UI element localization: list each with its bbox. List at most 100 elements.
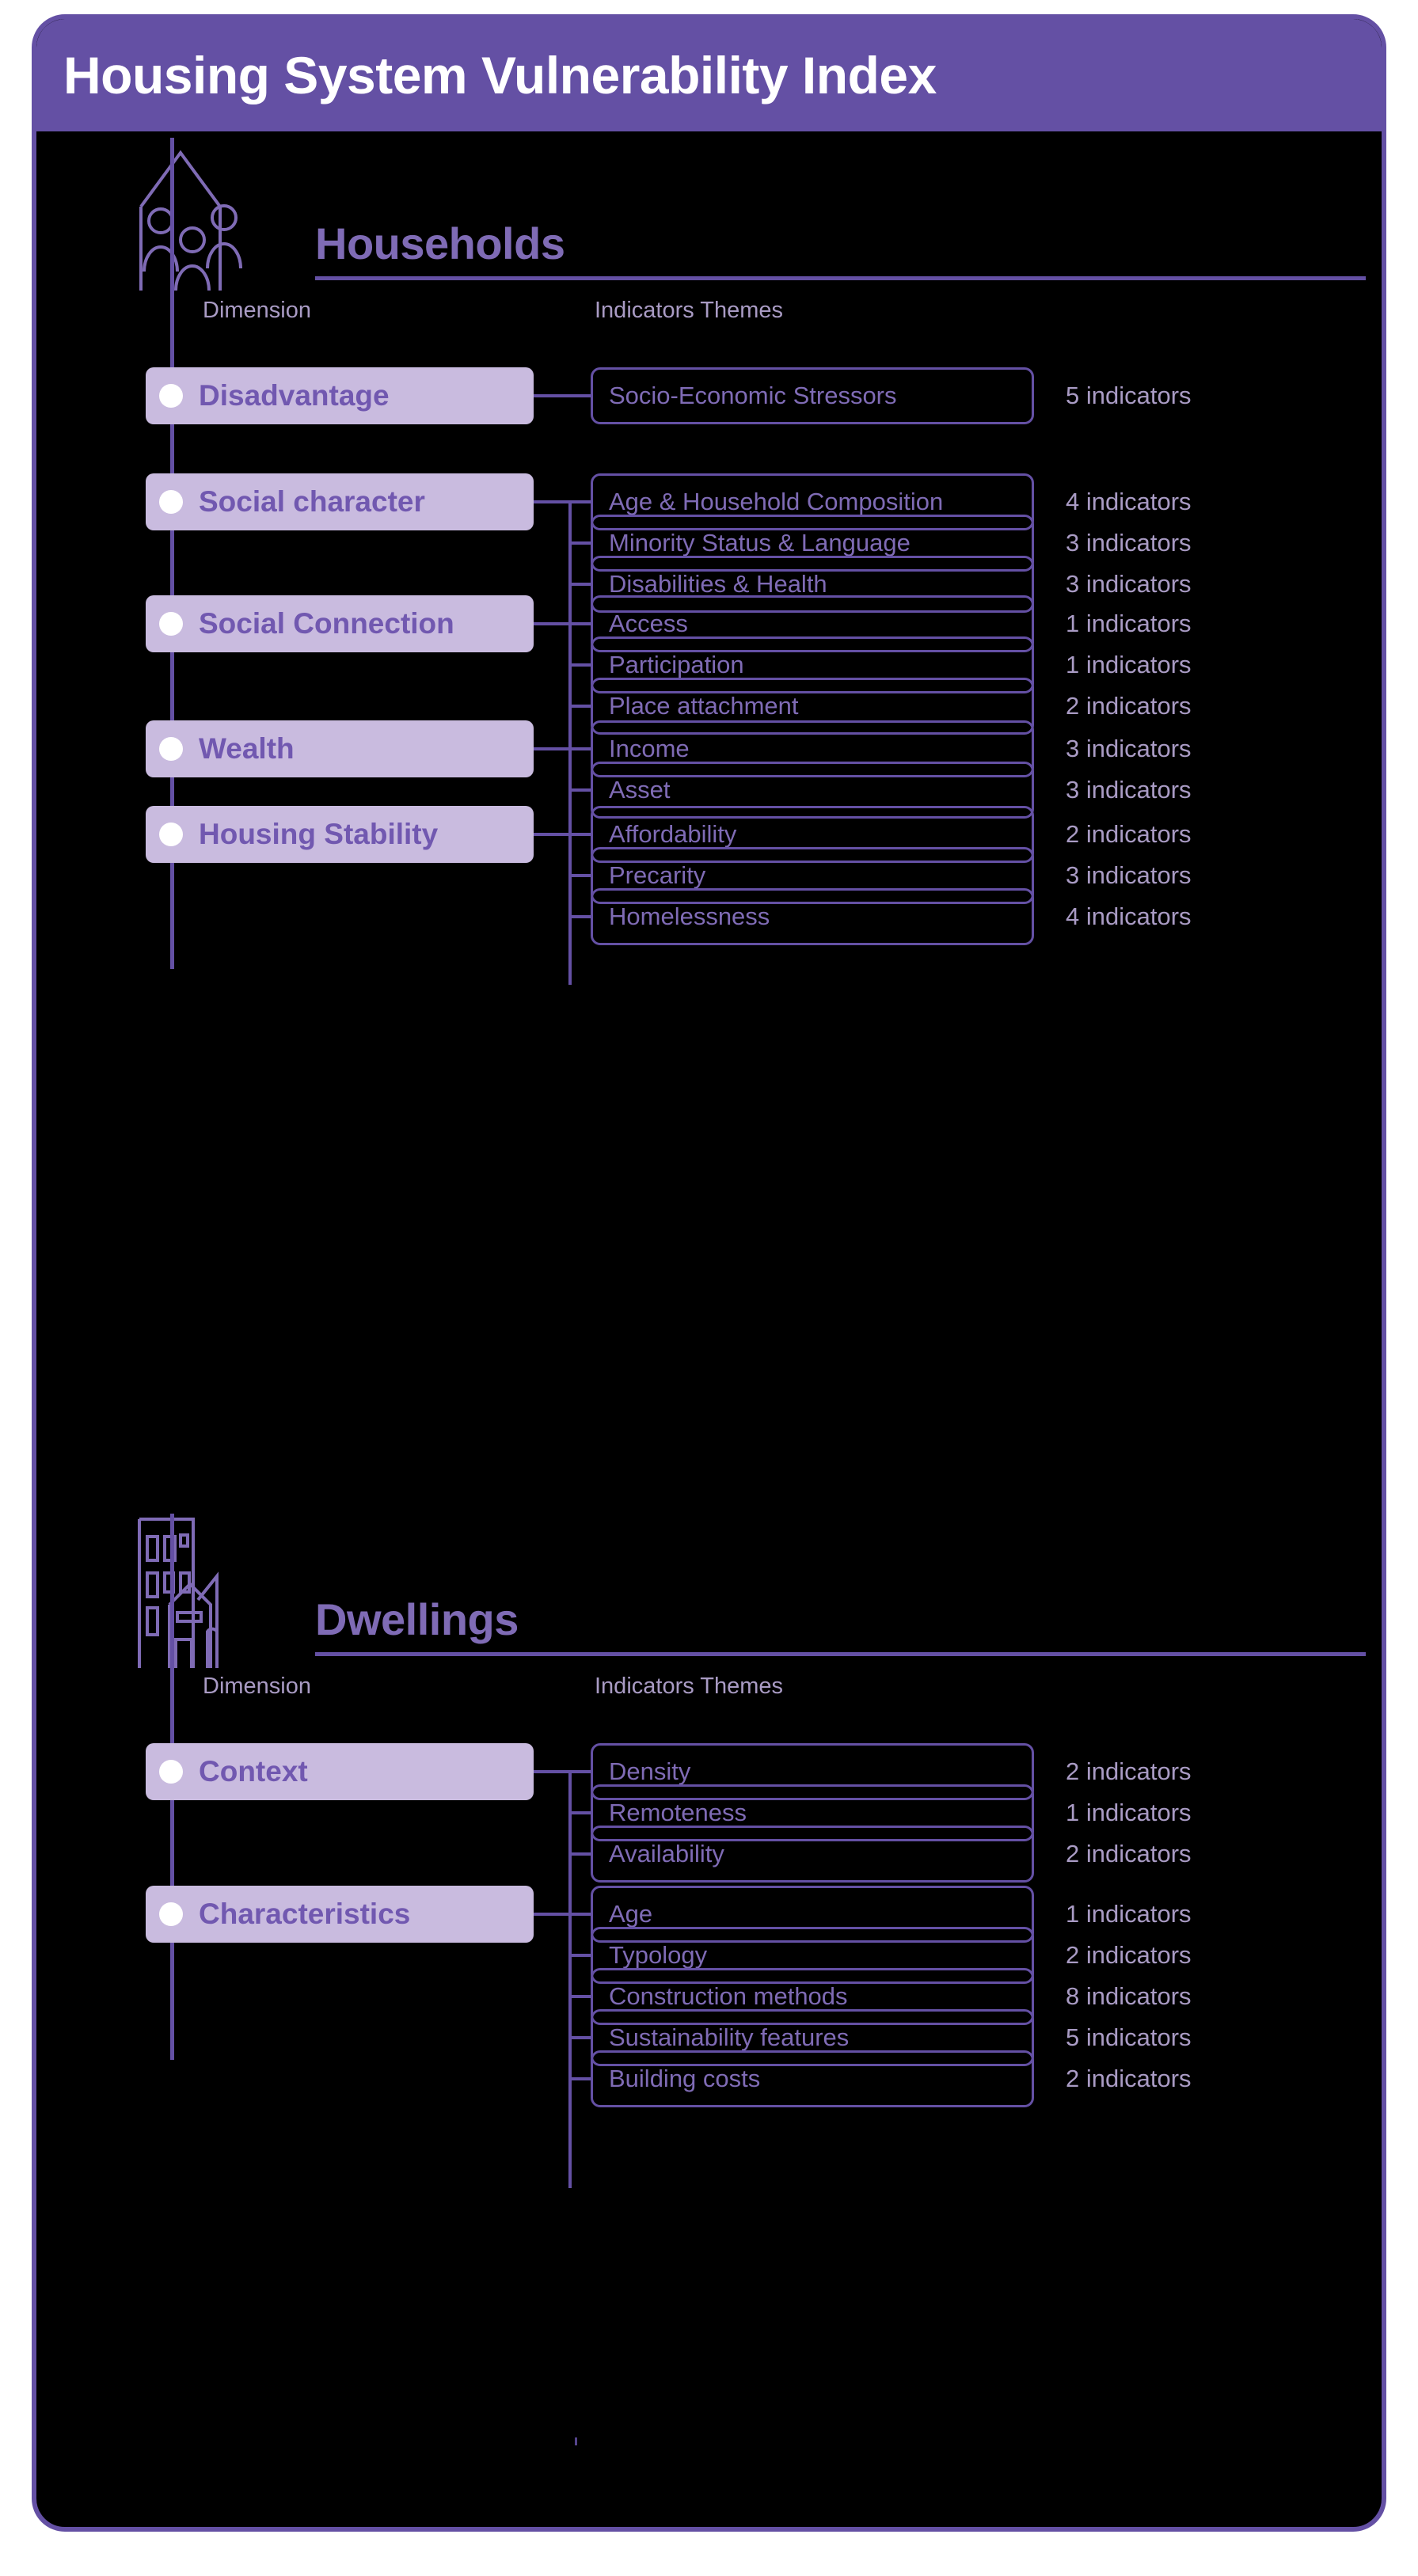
bullet-dot-icon (159, 1902, 183, 1926)
connector-stub (568, 622, 591, 625)
theme-box-affordability[interactable]: Affordability (591, 806, 1034, 863)
section-dwellings: Dwellings Dimension Indicators Themes Co… (36, 1507, 1382, 2516)
bullet-dot-icon (159, 1760, 183, 1784)
theme-box-homelessness[interactable]: Homelessness (591, 888, 1034, 945)
indicator-count: 3 indicators (1066, 861, 1192, 889)
column-header-indicators-themes: Indicators Themes (595, 1674, 784, 1699)
theme-box-remoteness[interactable]: Remoteness (591, 1784, 1034, 1841)
bullet-dot-icon (159, 612, 183, 636)
dimension-pill-disadvantage[interactable]: Disadvantage (146, 367, 534, 424)
theme-box-precarity[interactable]: Precarity (591, 847, 1034, 904)
title-bar: Housing System Vulnerability Index (36, 19, 1382, 131)
bullet-dot-icon (159, 490, 183, 514)
dimension-label: Housing Stability (199, 818, 439, 850)
connector-stub (568, 874, 591, 877)
section-households: Households Dimension Indicators Themes D… (36, 131, 1382, 1401)
indicator-count: 1 indicators (1066, 651, 1192, 678)
bullet-dot-icon (159, 823, 183, 846)
theme-label: Participation (609, 651, 744, 678)
column-headers-dwellings: Dimension Indicators Themes (36, 1674, 1382, 1724)
indicator-count: 2 indicators (1066, 2065, 1192, 2092)
theme-label: Construction methods (609, 1982, 848, 2010)
connector-stub (534, 394, 591, 397)
group-rule-households (315, 276, 1366, 280)
theme-box-construction-methods[interactable]: Construction methods (591, 1968, 1034, 2025)
theme-label: Density (609, 1757, 691, 1785)
theme-box-asset[interactable]: Asset (591, 762, 1034, 819)
theme-box-income[interactable]: Income (591, 720, 1034, 777)
theme-label: Sustainability features (609, 2023, 850, 2051)
theme-box-age[interactable]: Age (591, 1886, 1034, 1943)
theme-box-sustainability-features[interactable]: Sustainability features (591, 2009, 1034, 2066)
connector-vertical (568, 622, 572, 774)
column-header-dimension: Dimension (203, 298, 311, 323)
theme-label: Age (609, 1900, 653, 1928)
theme-label: Affordability (609, 820, 737, 848)
connector-stub (568, 1995, 591, 1998)
connector-stub (568, 833, 591, 836)
indicator-count: 5 indicators (1066, 2023, 1192, 2051)
column-header-indicators-themes: Indicators Themes (595, 298, 784, 323)
dimension-label: Social Connection (199, 607, 454, 640)
group-title-dwellings: Dwellings (315, 1594, 519, 1644)
connector-stub (568, 1913, 591, 1916)
connector-stub (568, 915, 591, 918)
group-header-households: Households (36, 131, 1382, 298)
page-title: Housing System Vulnerability Index (63, 46, 937, 104)
theme-box-availability[interactable]: Availability (591, 1826, 1034, 1883)
theme-label: Homelessness (609, 902, 770, 930)
theme-label: Socio-Economic Stressors (609, 382, 897, 409)
indicator-count: 4 indicators (1066, 902, 1192, 930)
dimension-pill-wealth[interactable]: Wealth (146, 720, 534, 777)
theme-label: Precarity (609, 861, 706, 889)
theme-box-socio-economic-stressors[interactable]: Socio-Economic Stressors (591, 367, 1034, 424)
theme-box-participation[interactable]: Participation (591, 636, 1034, 693)
connector-stub (568, 705, 591, 708)
theme-label: Asset (609, 776, 671, 804)
indicator-count: 2 indicators (1066, 1757, 1192, 1785)
theme-box-age-household-composition[interactable]: Age & Household Composition (591, 473, 1034, 530)
connector-stub (568, 747, 591, 750)
indicator-count: 5 indicators (1066, 382, 1192, 409)
theme-label: Place attachment (609, 692, 799, 720)
dimension-pill-characteristics[interactable]: Characteristics (146, 1886, 534, 1943)
connector-stub (534, 1770, 572, 1773)
rows-households: Disadvantage Socio-Economic Stressors 5 … (36, 138, 1382, 1401)
dimension-label: Social character (199, 485, 425, 518)
theme-box-place-attachment[interactable]: Place attachment (591, 678, 1034, 735)
dimension-pill-social-character[interactable]: Social character (146, 473, 534, 530)
theme-box-minority-status-language[interactable]: Minority Status & Language (591, 515, 1034, 572)
dimension-pill-context[interactable]: Context (146, 1743, 534, 1800)
indicator-count: 1 indicators (1066, 1900, 1192, 1928)
theme-box-building-costs[interactable]: Building costs (591, 2050, 1034, 2107)
decorative-speck (575, 2437, 577, 2445)
theme-label: Building costs (609, 2065, 761, 2092)
theme-label: Access (609, 610, 688, 637)
connector-vertical (568, 1770, 572, 1922)
connector-stub (534, 747, 572, 750)
connector-stub (568, 2077, 591, 2080)
dimension-pill-social-connection[interactable]: Social Connection (146, 595, 534, 652)
theme-label: Disabilities & Health (609, 570, 827, 598)
theme-box-typology[interactable]: Typology (591, 1927, 1034, 1984)
indicator-count: 2 indicators (1066, 692, 1192, 720)
rows-dwellings: Context Density 2 indicators Remoteness … (36, 1514, 1382, 2516)
dimension-label: Disadvantage (199, 379, 390, 412)
spine-line-households (170, 138, 174, 969)
connector-stub (568, 1954, 591, 1957)
dimension-pill-housing-stability[interactable]: Housing Stability (146, 806, 534, 863)
theme-box-disabilities-health[interactable]: Disabilities & Health (591, 556, 1034, 613)
connector-stub (568, 541, 591, 545)
connector-vertical (568, 833, 572, 985)
theme-label: Minority Status & Language (609, 529, 910, 557)
theme-box-access[interactable]: Access (591, 595, 1034, 652)
apartment-and-house-icon (131, 1511, 314, 1674)
theme-label: Income (609, 735, 690, 762)
dimension-label: Context (199, 1755, 308, 1788)
indicator-count: 3 indicators (1066, 570, 1192, 598)
bullet-dot-icon (159, 737, 183, 761)
theme-label: Age & Household Composition (609, 488, 944, 515)
theme-box-density[interactable]: Density (591, 1743, 1034, 1800)
dimension-label: Characteristics (199, 1898, 411, 1930)
theme-label: Typology (609, 1941, 708, 1969)
